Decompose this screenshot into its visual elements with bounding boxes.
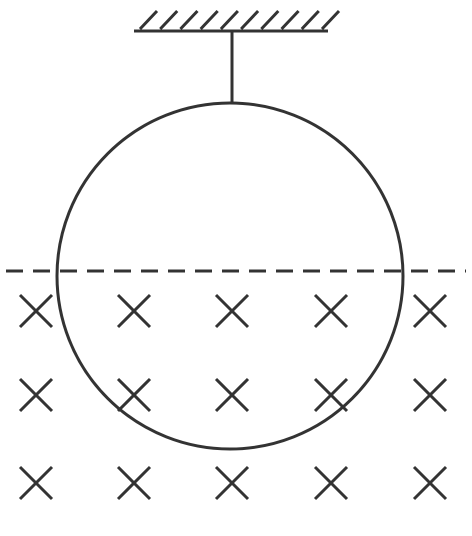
cross-stroke bbox=[214, 377, 250, 413]
cross-stroke bbox=[412, 465, 448, 501]
field-cross-icon bbox=[214, 377, 250, 413]
field-cross-icon bbox=[116, 377, 152, 413]
cross-stroke bbox=[412, 293, 448, 329]
hatch-mark bbox=[179, 9, 199, 31]
hatch-mark bbox=[320, 9, 341, 31]
cross-stroke bbox=[116, 293, 152, 329]
cross-stroke bbox=[313, 377, 349, 413]
ceiling-support bbox=[134, 9, 341, 33]
cross-stroke bbox=[412, 377, 448, 413]
hatch-mark bbox=[300, 9, 320, 31]
hatch-mark bbox=[280, 9, 300, 31]
cross-stroke bbox=[18, 377, 54, 413]
cross-stroke bbox=[313, 293, 349, 329]
hatch-mark bbox=[260, 9, 280, 31]
hatch-mark bbox=[138, 9, 159, 31]
field-cross-icon bbox=[214, 293, 250, 329]
magnetic-field-into-page bbox=[18, 293, 448, 501]
field-cross-icon bbox=[18, 293, 54, 329]
field-cross-icon bbox=[412, 377, 448, 413]
field-cross-icon bbox=[18, 465, 54, 501]
cross-stroke bbox=[116, 465, 152, 501]
field-cross-icon bbox=[18, 377, 54, 413]
hatch-mark bbox=[240, 9, 260, 31]
cross-stroke bbox=[214, 465, 250, 501]
hatch-mark bbox=[159, 9, 179, 31]
field-cross-icon bbox=[313, 465, 349, 501]
field-cross-icon bbox=[412, 293, 448, 329]
cross-stroke bbox=[18, 465, 54, 501]
field-cross-icon bbox=[116, 293, 152, 329]
field-cross-icon bbox=[412, 465, 448, 501]
cross-stroke bbox=[313, 465, 349, 501]
cross-stroke bbox=[214, 293, 250, 329]
field-cross-icon bbox=[116, 465, 152, 501]
field-cross-icon bbox=[313, 377, 349, 413]
field-cross-icon bbox=[214, 465, 250, 501]
ceiling-hatching bbox=[138, 9, 341, 31]
hatch-mark bbox=[219, 9, 239, 31]
cross-stroke bbox=[18, 293, 54, 329]
cross-stroke bbox=[116, 377, 152, 413]
hatch-mark bbox=[199, 9, 219, 31]
field-cross-icon bbox=[313, 293, 349, 329]
conducting-ring bbox=[55, 101, 405, 451]
